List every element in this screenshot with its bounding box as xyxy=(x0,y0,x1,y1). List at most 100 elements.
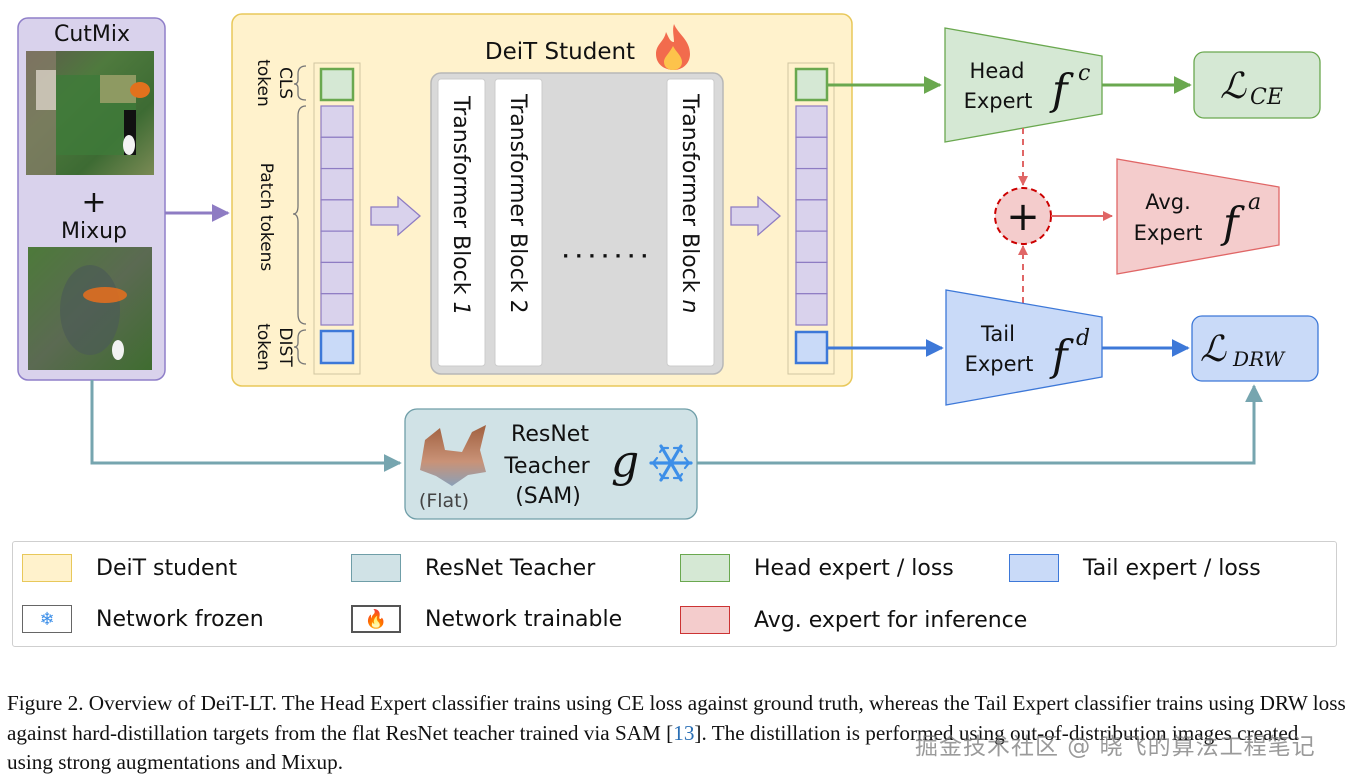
transformer-block-1: Transformer Block 1 xyxy=(437,78,486,367)
cls-token-output xyxy=(794,67,829,102)
patch-token xyxy=(320,136,354,170)
watermark: 掘金技术社区 @ 晓飞的算法工程笔记 xyxy=(915,734,1316,760)
input-token-column xyxy=(313,62,361,375)
dist-token-input xyxy=(319,329,355,365)
augmentation-panel: CutMix + Mixup xyxy=(17,17,166,381)
dist-brace xyxy=(293,329,307,365)
svg-text:token: token xyxy=(253,323,273,371)
deit-student-panel: DeiT Student CLS token Patch tokens DIST… xyxy=(231,13,853,387)
output-token-column xyxy=(787,62,835,375)
caption-text-1: Figure 2. Overview of DeiT-LT. The Head … xyxy=(7,691,1346,745)
svg-text:Head: Head xyxy=(970,59,1025,83)
dist-label: DIST token xyxy=(253,323,295,371)
patch-token xyxy=(320,167,354,201)
cutmix-label: CutMix xyxy=(54,22,130,47)
patch-token xyxy=(320,230,354,264)
svg-text:Expert: Expert xyxy=(964,89,1033,113)
svg-text:Transformer Block 1: Transformer Block 1 xyxy=(448,95,473,316)
transformer-block-2: Transformer Block 2 xyxy=(494,78,543,367)
drw-loss: ℒ DRW xyxy=(1191,315,1319,382)
cutmix-image xyxy=(26,51,154,175)
svg-text:(SAM): (SAM) xyxy=(515,484,581,509)
hollow-arrow-in xyxy=(370,195,421,237)
mixup-image xyxy=(28,247,152,370)
legend-label: Head expert / loss xyxy=(754,555,954,581)
patch-token xyxy=(795,293,828,326)
legend-label: DeiT student xyxy=(96,555,238,581)
patch-token xyxy=(320,199,354,232)
flat-label: (Flat) xyxy=(419,490,469,512)
cls-label: CLS token xyxy=(253,59,295,107)
legend-item-avg-expert: Avg. expert for inference xyxy=(680,605,1027,635)
svg-text:Tail: Tail xyxy=(980,322,1015,346)
svg-text:DIST: DIST xyxy=(275,327,295,367)
legend-swatch-tail xyxy=(1009,554,1059,582)
cls-token-input xyxy=(319,67,355,102)
tail-expert: Tail Expert f d xyxy=(945,289,1103,406)
sum-node: + xyxy=(994,187,1052,245)
mixup-label: Mixup xyxy=(61,219,127,244)
svg-text:CE: CE xyxy=(1250,85,1283,110)
legend-item-network-trainable: 🔥 Network trainable xyxy=(351,604,622,634)
legend-item-deit-student: DeiT student xyxy=(22,553,237,583)
patch-token xyxy=(320,293,354,326)
transformer-block-group: Transformer Block 1 Transformer Block 2 … xyxy=(430,72,724,375)
legend-swatch-avg xyxy=(680,606,730,634)
patch-token xyxy=(795,230,828,264)
svg-text:Transformer Block 2: Transformer Block 2 xyxy=(505,93,530,314)
head-expert: Head Expert f c xyxy=(944,27,1103,143)
legend-snowflake-icon: ❄ xyxy=(22,605,72,633)
legend: DeiT student ResNet Teacher Head expert … xyxy=(12,541,1337,647)
svg-text:Transformer Block n: Transformer Block n xyxy=(677,93,702,313)
patch-token xyxy=(795,199,828,232)
svg-text:g: g xyxy=(611,436,639,487)
svg-text:+: + xyxy=(1006,194,1040,240)
patch-token xyxy=(320,105,354,138)
svg-text:ℒ: ℒ xyxy=(1200,329,1227,370)
svg-text:ℒ: ℒ xyxy=(1220,66,1247,107)
legend-item-resnet-teacher: ResNet Teacher xyxy=(351,553,595,583)
patch-token xyxy=(795,105,828,138)
transformer-block-n: Transformer Block n xyxy=(666,78,715,367)
legend-label: ResNet Teacher xyxy=(425,555,596,581)
legend-label: Network frozen xyxy=(96,606,264,632)
student-title: DeiT Student xyxy=(485,39,635,65)
citation-link[interactable]: 13 xyxy=(673,720,695,745)
svg-text:Expert: Expert xyxy=(965,352,1034,376)
arrow-aug-to-teacher xyxy=(90,380,402,472)
patch-token xyxy=(320,261,354,295)
legend-item-network-frozen: ❄ Network frozen xyxy=(22,604,264,634)
svg-text:a: a xyxy=(1248,190,1261,215)
legend-fire-icon: 🔥 xyxy=(351,605,401,633)
dist-token-output xyxy=(794,330,829,365)
caption-text-2: ]. The distillation is performed using o… xyxy=(7,720,1299,775)
snowflake-icon xyxy=(649,444,693,482)
legend-label: Avg. expert for inference xyxy=(754,607,1028,633)
legend-item-head-expert: Head expert / loss xyxy=(680,553,954,583)
svg-text:token: token xyxy=(253,59,273,107)
ce-loss: ℒ CE xyxy=(1193,51,1321,119)
legend-swatch-head xyxy=(680,554,730,582)
deit-lt-diagram: CutMix + Mixup DeiT Student xyxy=(17,13,1321,520)
patch-tokens-label: Patch tokens xyxy=(256,163,276,272)
figure-caption: Figure 2. Overview of DeiT-LT. The Head … xyxy=(7,689,1347,778)
legend-label: Tail expert / loss xyxy=(1083,555,1261,581)
patch-token xyxy=(795,136,828,170)
svg-text:DRW: DRW xyxy=(1232,347,1286,371)
patch-token xyxy=(795,167,828,201)
hollow-arrow-out xyxy=(730,195,781,237)
legend-label: Network trainable xyxy=(425,606,623,632)
plus-sign: + xyxy=(81,185,106,220)
svg-text:c: c xyxy=(1078,61,1090,86)
legend-swatch-student xyxy=(22,554,72,582)
legend-item-tail-expert: Tail expert / loss xyxy=(1009,553,1261,583)
svg-text:Expert: Expert xyxy=(1134,221,1203,245)
patch-token xyxy=(795,261,828,295)
svg-text:ResNet: ResNet xyxy=(511,422,589,447)
cls-brace xyxy=(293,65,307,101)
svg-text:d: d xyxy=(1076,326,1090,351)
block-ellipsis: · · · · · · · xyxy=(562,246,647,267)
arrow-teacher-to-drw xyxy=(697,384,1263,465)
patch-brace xyxy=(292,105,307,325)
svg-text:Avg.: Avg. xyxy=(1145,190,1191,214)
